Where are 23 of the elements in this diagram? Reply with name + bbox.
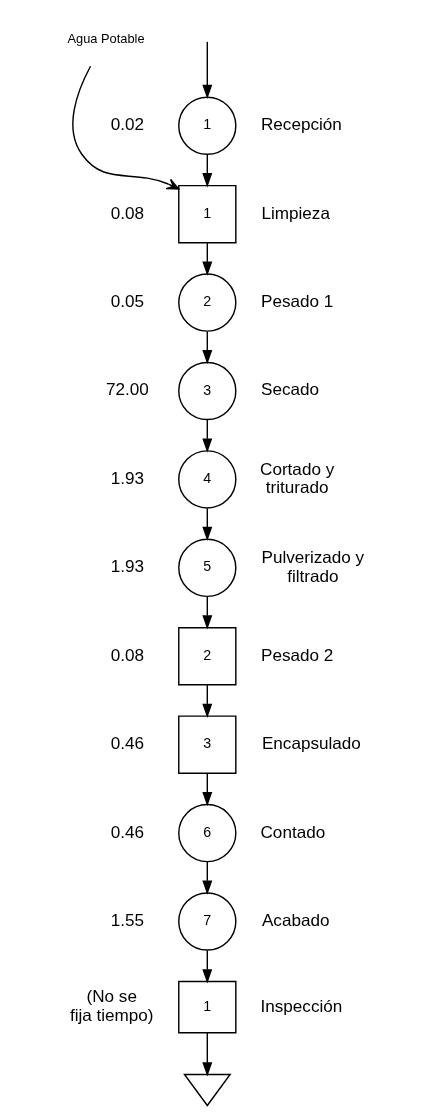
node-label: Secado [260,380,319,400]
node-label: Limpieza [260,203,330,223]
node-label: Recepción [260,115,342,135]
node-label: Pesado 1 [260,292,333,312]
node-label: 0.05 [110,292,144,312]
node-label: 72.00 [105,380,149,400]
node-label: Pulverizado y filtrado [260,547,364,586]
node-label: 0.46 [110,822,144,842]
node-label: 1.55 [110,910,144,930]
node-label: 1.93 [110,557,144,577]
node-label: 0.08 [110,645,144,665]
node-label: 0.02 [110,115,144,135]
node-label: Acabado [261,910,329,930]
node-label: 1.93 [110,468,144,488]
node-label: Encapsulado [261,734,361,754]
node-label: (No se fija tiempo) [69,987,154,1025]
node-label: 0.08 [110,203,144,223]
node-label: Inspección [260,996,342,1016]
node-label: Cortado y triturado [259,459,334,498]
node-label: Contado [260,822,325,842]
node-label: 0.46 [110,734,144,754]
node-text: Agua Potable [67,31,145,47]
node-label: Pesado 2 [260,645,333,665]
